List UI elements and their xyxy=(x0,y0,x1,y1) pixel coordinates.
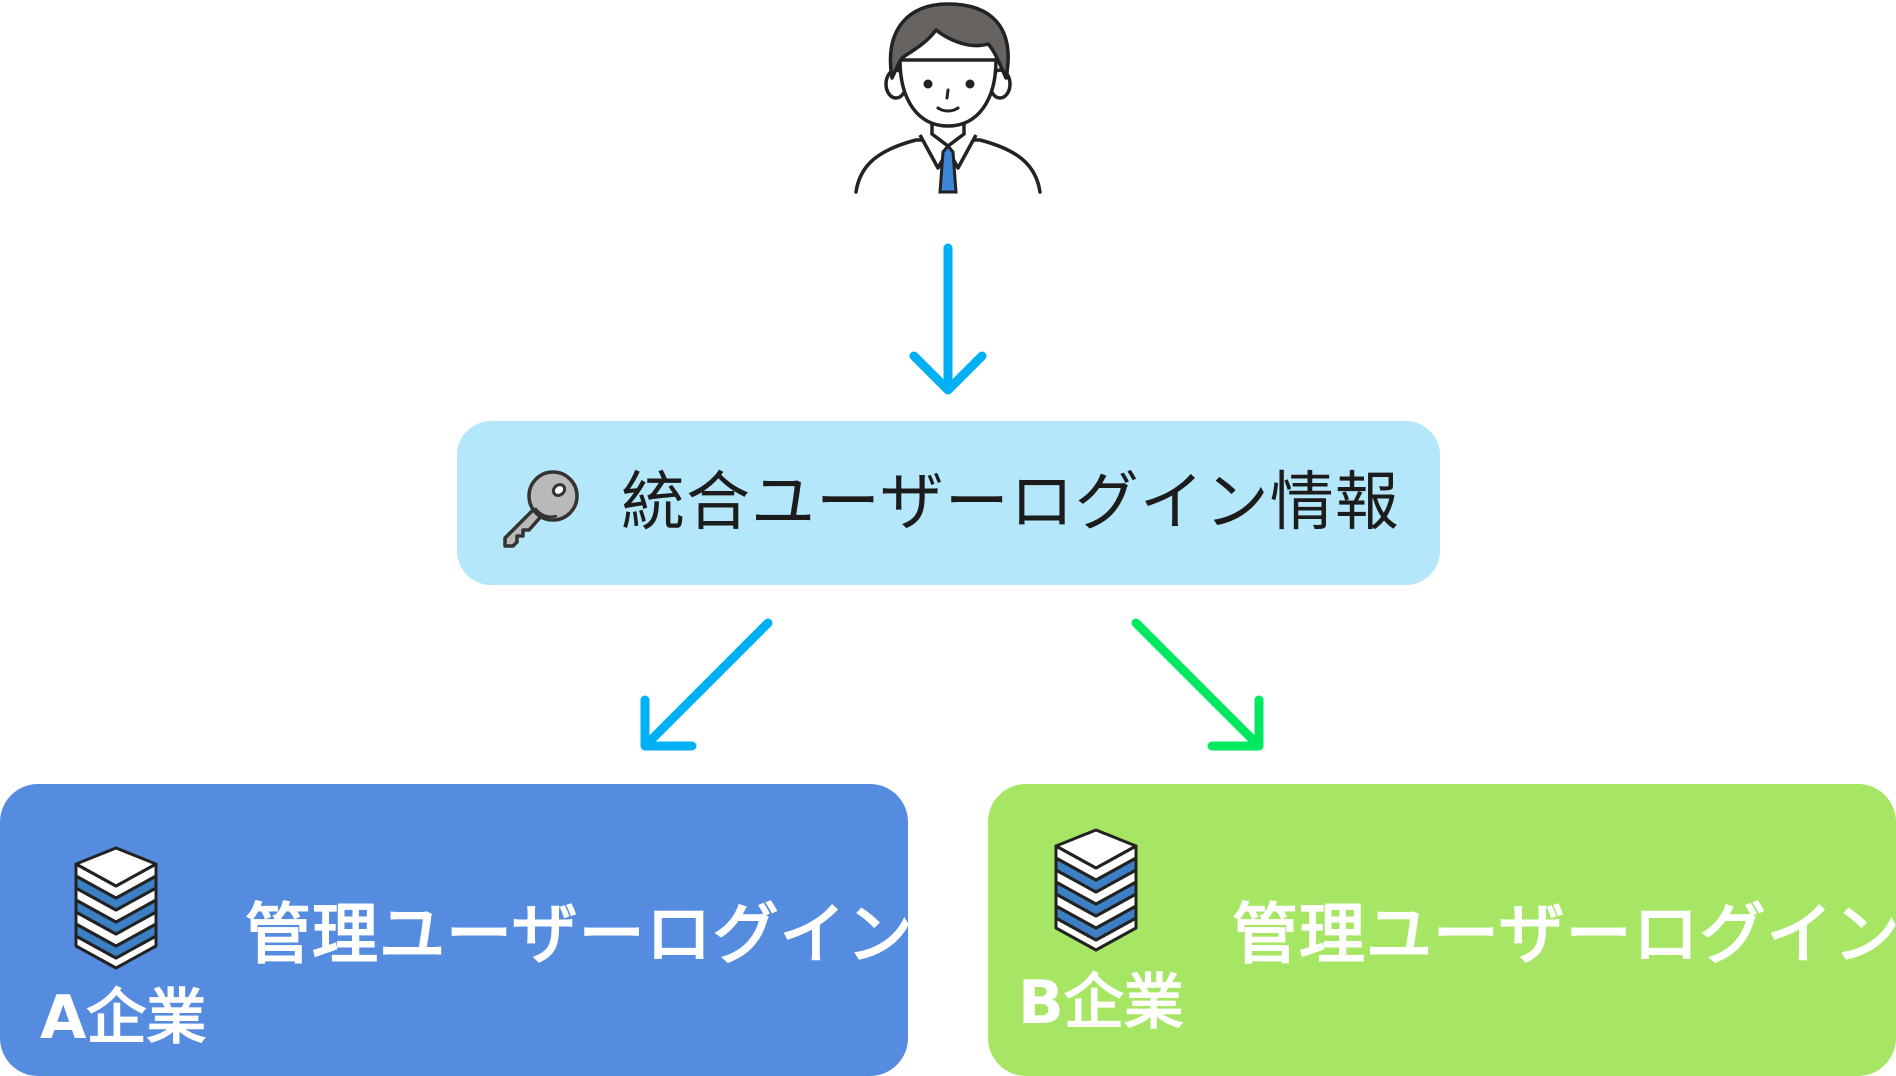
arrow-hub-to-b xyxy=(1131,618,1264,751)
user-avatar-icon xyxy=(854,2,1042,194)
integrated-login-label: 統合ユーザーログイン情報 xyxy=(621,466,1400,540)
company-a-name: A企業 xyxy=(40,983,207,1053)
company-a-title: 管理ユーザーログイン xyxy=(245,896,914,973)
key-icon xyxy=(503,470,579,548)
company-b-title: 管理ユーザーログイン xyxy=(1232,896,1896,973)
company-b-name: B企業 xyxy=(1018,968,1184,1038)
integrated-login-box xyxy=(457,421,1440,585)
company-b-card xyxy=(988,784,1896,1076)
arrow-hub-to-a xyxy=(640,618,773,751)
server-stack-icon xyxy=(74,846,158,970)
arrow-user-to-hub xyxy=(909,243,987,395)
server-stack-icon xyxy=(1054,828,1138,952)
